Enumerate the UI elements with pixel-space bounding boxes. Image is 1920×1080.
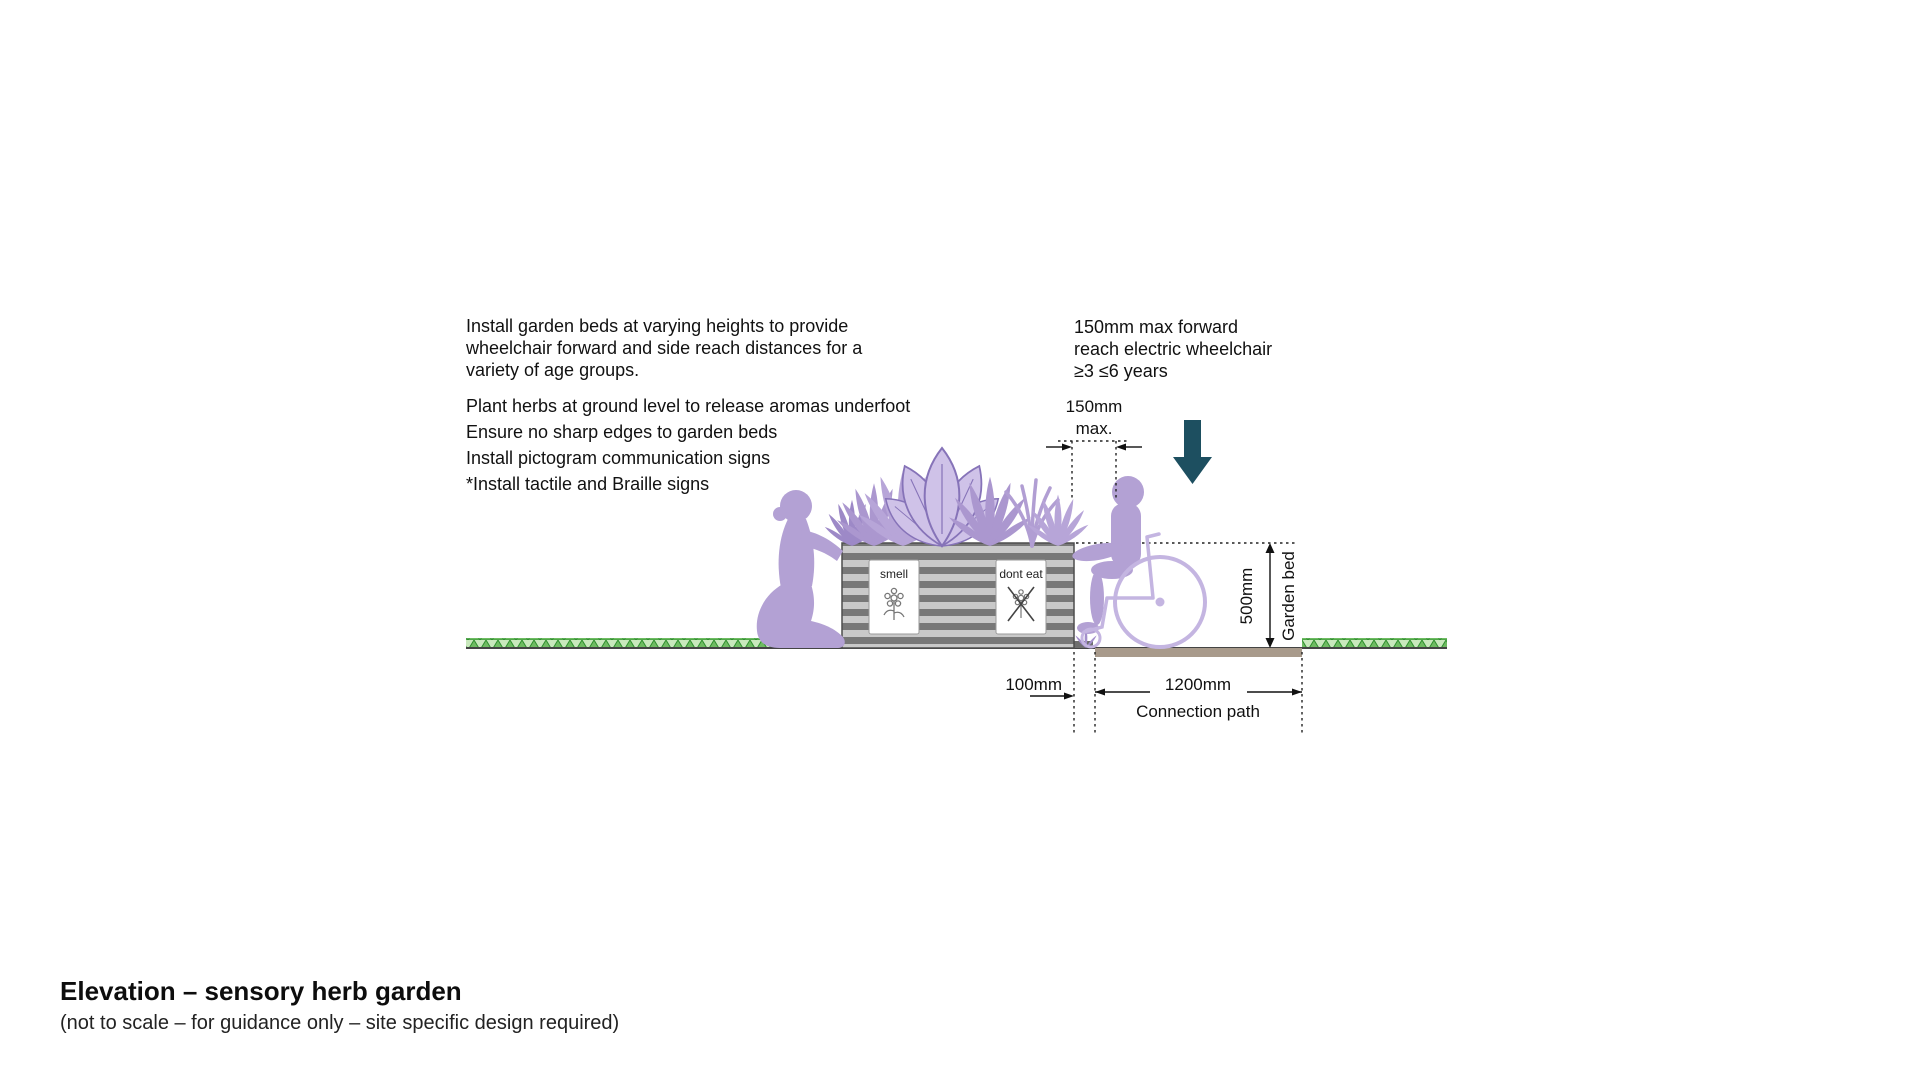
flower-pictogram — [883, 587, 905, 620]
no-eat-pictogram — [1007, 586, 1035, 622]
connection-path-strip — [1095, 648, 1302, 657]
dim-500mm-label: 500mm — [1237, 568, 1256, 625]
annotation-line: Install garden beds at varying heights t… — [466, 316, 848, 336]
note-no-sharp-edges: Ensure no sharp edges to garden beds — [466, 422, 777, 442]
annotation-varying-heights: Install garden beds at varying heights t… — [465, 316, 863, 380]
smell-sign: smell — [868, 559, 920, 635]
down-arrow-icon — [1173, 420, 1212, 484]
page-title: Elevation – sensory herb garden — [60, 976, 462, 1006]
herb-plants — [823, 447, 1089, 557]
annotation-forward-reach: 150mm max forward reach electric wheelch… — [1074, 317, 1272, 381]
dim-lower: 100mm 1200mm Connection path — [1005, 652, 1303, 733]
dont-eat-sign-label: dont eat — [999, 567, 1043, 581]
annotation-notes-list: Plant herbs at ground level to release a… — [466, 396, 910, 494]
note-tactile-braille: *Install tactile and Braille signs — [466, 474, 709, 494]
garden-bed-label: Garden bed — [1279, 551, 1298, 641]
dim-150mm: 150mm max. — [1046, 397, 1142, 500]
dim-1200mm-label: 1200mm — [1165, 675, 1231, 694]
dim-150mm-max-label: max. — [1076, 419, 1113, 438]
note-pictogram-signs: Install pictogram communication signs — [466, 448, 770, 468]
annotation-line: variety of age groups. — [466, 360, 639, 380]
dim-100mm-label: 100mm — [1005, 675, 1062, 694]
page-subtitle: (not to scale – for guidance only – site… — [60, 1012, 620, 1034]
connection-path-label: Connection path — [1136, 702, 1260, 721]
annotation-line: wheelchair forward and side reach distan… — [465, 338, 863, 358]
dont-eat-sign: dont eat — [995, 559, 1047, 635]
annotation-line: ≥3 ≤6 years — [1074, 361, 1168, 381]
annotation-line: reach electric wheelchair — [1074, 339, 1272, 359]
smell-sign-label: smell — [880, 567, 908, 581]
note-herbs-underfoot: Plant herbs at ground level to release a… — [466, 396, 910, 416]
dim-150mm-label: 150mm — [1066, 397, 1123, 416]
wheelchair-child-figure — [1072, 476, 1144, 634]
grass-strip — [466, 638, 1447, 648]
dim-500mm: 500mm Garden bed — [1237, 543, 1298, 648]
wheelchair — [1080, 532, 1207, 649]
annotation-line: 150mm max forward — [1074, 317, 1238, 337]
kneeling-child-figure — [756, 490, 845, 648]
